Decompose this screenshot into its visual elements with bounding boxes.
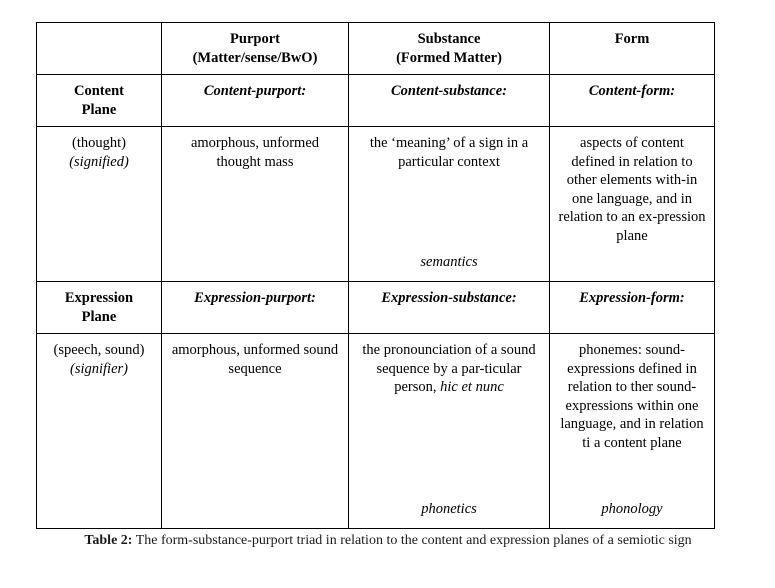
column-header-form: Form [549,21,715,76]
cell-content-form: aspects of content defined in relation t… [549,126,715,283]
plane-label-content: Content Plane [36,74,162,128]
row-label-expression-line2: (signifier) [70,360,128,377]
row-label-content-line1: (thought) [72,135,126,152]
cell-expression-substance: the pronounciation of a sound sequence b… [348,333,550,530]
subheader-content-purport: Content-purport: [161,74,349,128]
cell-expression-substance-text-latin-phrase: hic et nunc [440,379,504,396]
cell-content-substance-text: the ‘meaning’ of a sign in a particular … [369,135,529,170]
cell-content-purport-text: amorphous, unformed thought mass [190,135,320,170]
table-caption-label: Table 2: [84,533,133,548]
semiotic-table: Purport (Matter/sense/BwO) Substance (Fo… [36,21,715,530]
subheader-expression-purport: Expression-purport: [161,281,349,335]
column-header-purport-line1: Purport [230,31,280,47]
table-header-row: Purport (Matter/sense/BwO) Substance (Fo… [36,21,715,76]
plane-label-expression-line1: Expression [64,290,134,307]
cell-expression-substance-text: the pronounciation of a sound sequence b… [362,342,536,396]
cell-expression-purport: amorphous, unformed sound sequence [161,333,349,530]
row-label-expression-line1: (speech, sound) [53,342,145,359]
column-header-substance-line2: (Formed Matter) [396,49,502,66]
table-caption-text: The form-substance-purport triad in rela… [132,533,692,548]
cell-content-substance-footer: semantics [420,253,478,270]
expression-plane-body-row: (speech, sound) (signifier) amorphous, u… [36,333,715,530]
cell-content-purport: amorphous, unformed thought mass [161,126,349,283]
plane-label-expression: Expression Plane [36,281,162,335]
column-header-substance: Substance (Formed Matter) [348,21,550,76]
content-plane-body-row: (thought) (signified) amorphous, unforme… [36,126,715,283]
plane-label-content-line1: Content [74,83,124,100]
plane-label-expression-line2: Plane [81,308,117,325]
cell-expression-substance-footer: phonetics [421,500,477,517]
column-header-purport-line2: (Matter/sense/BwO) [192,49,318,66]
cell-content-substance: the ‘meaning’ of a sign in a particular … [348,126,550,283]
cell-expression-form-footer: phonology [601,500,663,517]
subheader-content-substance: Content-substance: [348,74,550,128]
subheader-content-form: Content-form: [549,74,715,128]
subheader-expression-substance: Expression-substance: [348,281,550,335]
row-label-content-line2: (signified) [69,153,129,170]
content-plane-subheader-row: Content Plane Content-purport: Content-s… [36,74,715,128]
semiotic-table-container: Purport (Matter/sense/BwO) Substance (Fo… [36,21,715,530]
cell-expression-purport-text: amorphous, unformed sound sequence [171,342,339,377]
row-label-expression: (speech, sound) (signifier) [36,333,162,530]
subheader-expression-form: Expression-form: [549,281,715,335]
corner-cell [36,21,162,76]
expression-plane-subheader-row: Expression Plane Expression-purport: Exp… [36,281,715,335]
column-header-purport: Purport (Matter/sense/BwO) [161,21,349,76]
cell-content-form-text: aspects of content defined in relation t… [558,135,706,244]
plane-label-content-line2: Plane [81,101,117,118]
row-label-content: (thought) (signified) [36,126,162,283]
column-header-form-line1: Form [614,31,650,47]
cell-expression-form-text: phonemes: sound-expressions defined in r… [560,342,704,452]
table-caption: Table 2: The form-substance-purport tria… [52,531,724,551]
column-header-substance-line1: Substance [417,31,481,47]
cell-expression-form: phonemes: sound-expressions defined in r… [549,333,715,530]
